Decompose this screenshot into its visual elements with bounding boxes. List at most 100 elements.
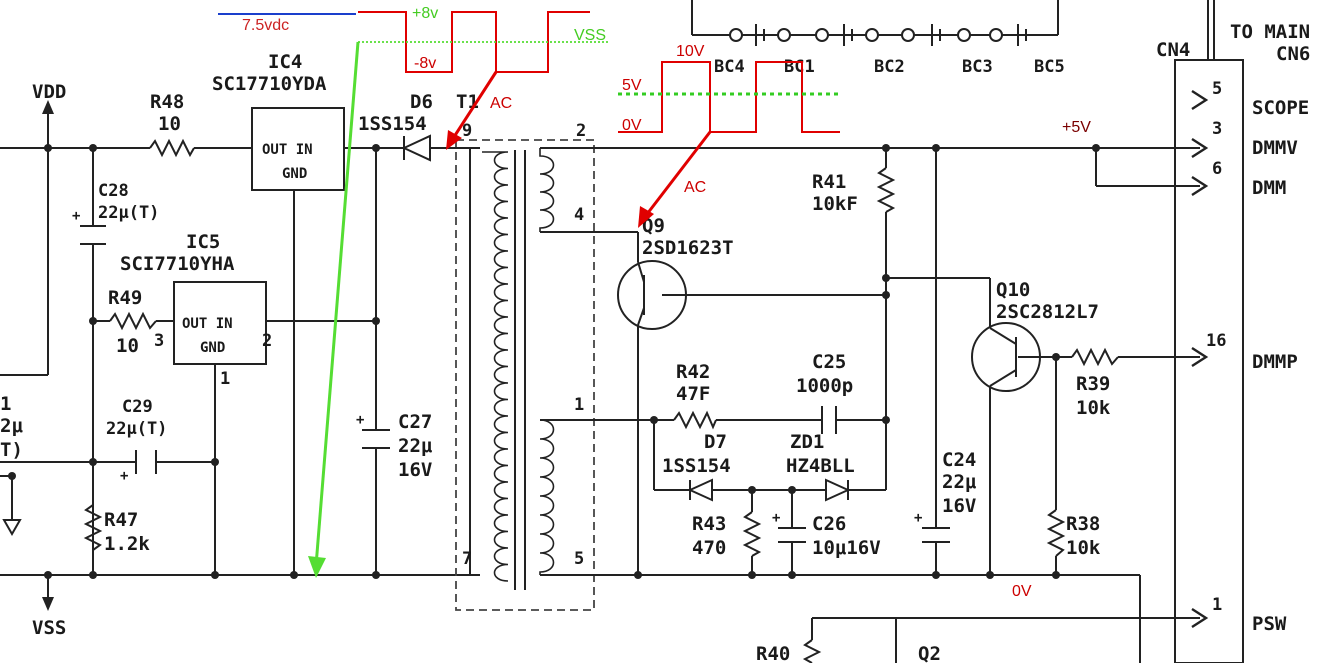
cn4-pin16: 16	[1206, 331, 1226, 351]
r40-label: R40	[756, 643, 790, 663]
battery-terminal	[815, 28, 829, 42]
connector-chevrons	[1191, 89, 1209, 629]
vdd-label: VDD	[32, 81, 66, 103]
ic4-box	[251, 107, 345, 191]
bc5-label: BC5	[1034, 57, 1065, 77]
svg-text:+: +	[72, 208, 80, 224]
r48-value: 10	[158, 113, 181, 135]
annotation-0v: 0V	[622, 117, 642, 134]
c26-capacitor: +	[772, 510, 806, 543]
c25-label: C25	[812, 351, 846, 373]
c27-capacitor: +	[356, 412, 390, 449]
bc1-label: BC1	[784, 57, 815, 77]
t1-pin2: 2	[576, 121, 586, 141]
junction-dots-left	[8, 144, 380, 579]
scope-label: SCOPE	[1252, 97, 1309, 119]
partial-label-1: 1	[0, 393, 11, 415]
c26-label: C26	[812, 513, 846, 535]
c29-capacitor: +	[120, 450, 157, 484]
c25-value: 1000p	[796, 375, 853, 397]
cn4-connector	[1174, 0, 1244, 663]
annotation-overlay: 7.5vdc +8v -8v VSS AC 10V 5V 0V AC +5V 0…	[218, 5, 1091, 600]
r38-label: R38	[1066, 513, 1100, 535]
bc2-label: BC2	[874, 57, 905, 77]
ic5-pin2: 2	[262, 331, 272, 351]
zd1-label: ZD1	[790, 431, 824, 453]
cn6-label: CN6	[1276, 43, 1310, 65]
annotation-10v: 10V	[676, 43, 705, 60]
battery-cell	[931, 24, 941, 46]
r43-label: R43	[692, 513, 726, 535]
d7-diode	[687, 478, 713, 502]
ic5-pin1: 1	[220, 369, 230, 389]
c28-label: C28	[98, 181, 129, 201]
annotation-ac-2: AC	[684, 179, 706, 196]
r43-resistor	[742, 511, 762, 557]
d6-part: 1SS154	[358, 113, 427, 135]
t1-pin4: 4	[574, 205, 584, 225]
c24-capacitor: +	[914, 510, 950, 543]
ic5-box	[173, 281, 267, 365]
component-labels: VDD VSS R48 10 IC4 SC17710YDA OUT IN GND…	[0, 21, 1310, 663]
r49-label: R49	[108, 287, 142, 309]
annotation-plus-5v: +5V	[1062, 119, 1091, 136]
battery-cell	[843, 24, 853, 46]
t1-pin1: 1	[574, 395, 584, 415]
c29-label: C29	[122, 397, 153, 417]
annotation-0v-bottom: 0V	[1012, 583, 1032, 600]
q10-label: Q10	[996, 279, 1030, 301]
r48-label: R48	[150, 91, 184, 113]
r39-value: 10k	[1076, 397, 1111, 419]
svg-text:+: +	[356, 412, 364, 428]
cn4-pin1: 1	[1212, 595, 1222, 615]
connector-chevron	[1191, 89, 1209, 111]
d7-label: D7	[704, 431, 727, 453]
dmmp-label: DMMP	[1252, 351, 1298, 373]
r47-label: R47	[104, 509, 138, 531]
c24-label: C24	[942, 449, 976, 471]
r39-resistor	[1071, 347, 1119, 367]
battery-terminal	[865, 28, 879, 42]
c28-capacitor: +	[72, 208, 106, 245]
c27-volt: 16V	[398, 459, 432, 481]
c27-label: C27	[398, 411, 432, 433]
connector-chevron	[1191, 346, 1209, 368]
bc3-label: BC3	[962, 57, 993, 77]
d6-label: D6	[410, 91, 433, 113]
r38-resistor	[1046, 509, 1066, 557]
vss-label: VSS	[32, 617, 66, 639]
q10-transistor	[971, 322, 1041, 392]
ic5-pins: OUT IN	[182, 316, 233, 332]
connector-chevron	[1191, 137, 1209, 159]
battery-cells	[729, 24, 1027, 46]
c26-value: 10μ16V	[812, 537, 881, 559]
cn4-pin5: 5	[1212, 79, 1222, 99]
annotation-minus-8v: -8v	[414, 55, 436, 72]
c24-value: 22μ	[942, 471, 977, 493]
ic5-part: SCI7710YHA	[120, 253, 235, 275]
r47-value: 1.2k	[104, 533, 150, 555]
psw-label: PSW	[1252, 613, 1287, 635]
ic5-gnd: GND	[200, 340, 225, 356]
annotation-ac-1: AC	[490, 95, 512, 112]
c28-value: 22μ(T)	[98, 203, 159, 223]
transformer-t1	[455, 139, 595, 611]
zd1-part: HZ4BLL	[786, 455, 855, 477]
battery-terminal	[989, 28, 1003, 42]
d7-part: 1SS154	[662, 455, 731, 477]
annotation-7-5vdc: 7.5vdc	[242, 17, 289, 34]
r41-resistor	[876, 167, 896, 213]
q9-part: 2SD1623T	[642, 237, 734, 259]
r42-value: 47F	[676, 383, 710, 405]
q10-part: 2SC2812L7	[996, 301, 1099, 323]
partial-label-2: 2μ	[0, 415, 23, 437]
r39-label: R39	[1076, 373, 1110, 395]
r41-value: 10kF	[812, 193, 858, 215]
right-wires	[540, 0, 1200, 663]
q9-transistor	[617, 260, 687, 330]
t1-pin5: 5	[574, 549, 584, 569]
zd1-zener	[825, 478, 851, 502]
battery-terminal	[729, 28, 743, 42]
dmm-label: DMM	[1252, 177, 1286, 199]
q9-label: Q9	[642, 215, 665, 237]
